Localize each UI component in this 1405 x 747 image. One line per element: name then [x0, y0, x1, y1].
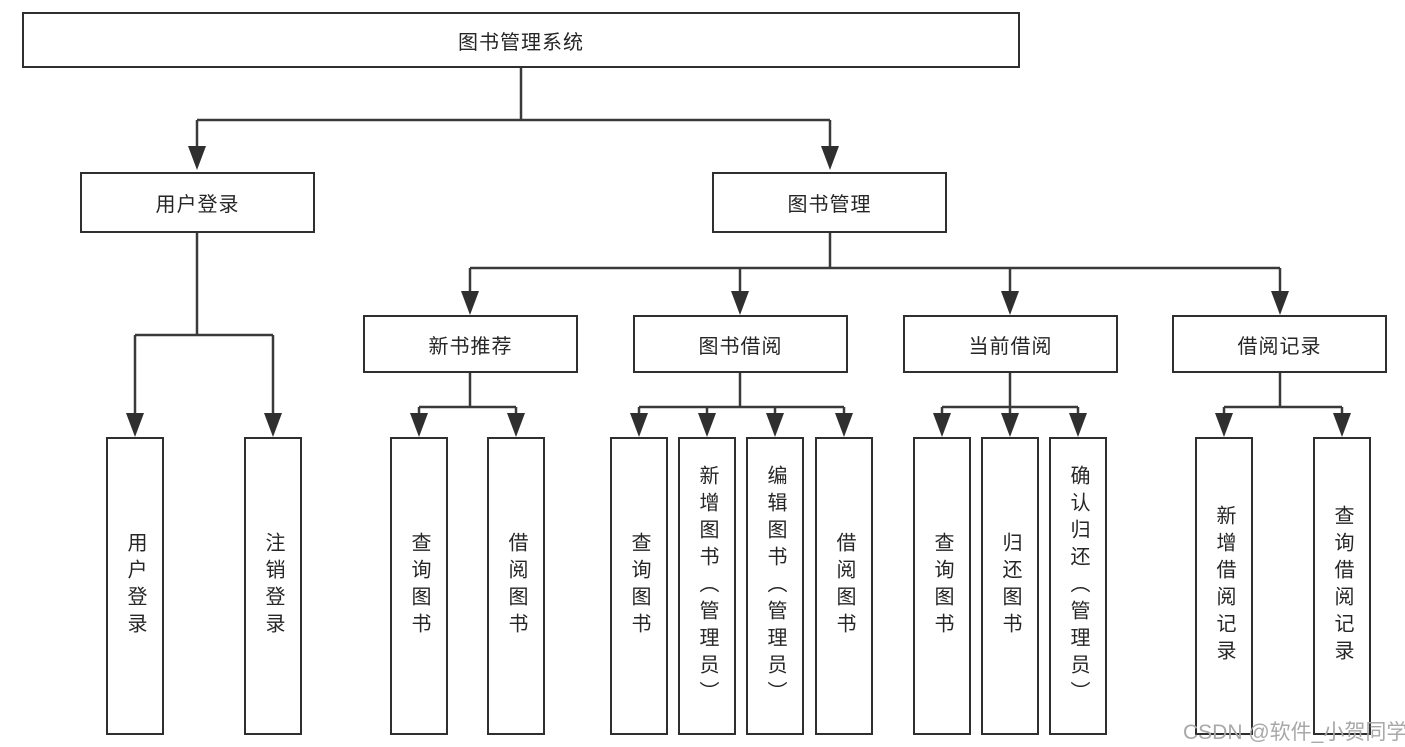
node-leaf-query-borrow-record: 查询借阅记录	[1313, 437, 1371, 735]
node-label: 图书管理系统	[458, 31, 584, 54]
node-label: 编辑图书（管理员）	[764, 464, 786, 708]
node-label: 新增图书（管理员）	[696, 464, 718, 708]
node-book-management-branch: 图书管理	[712, 172, 947, 233]
node-label: 用户登录	[155, 194, 240, 216]
node-label: 借阅记录	[1237, 335, 1322, 358]
node-label: 查询图书	[628, 532, 650, 640]
node-borrowing-records: 借阅记录	[1172, 315, 1387, 373]
node-leaf-borrow-books-1: 借阅图书	[487, 437, 545, 735]
node-label: 借阅图书	[833, 532, 855, 640]
node-label: 当前借阅	[968, 335, 1053, 358]
node-label: 注销登录	[262, 532, 284, 640]
node-new-book-recommendation: 新书推荐	[363, 315, 578, 373]
node-leaf-logout: 注销登录	[244, 437, 302, 735]
node-leaf-borrow-books-2: 借阅图书	[815, 437, 873, 735]
node-label: 查询图书	[408, 532, 430, 640]
node-leaf-query-books-3: 查询图书	[913, 437, 971, 735]
node-leaf-query-books-1: 查询图书	[390, 437, 448, 735]
node-label: 图书管理	[787, 194, 872, 216]
node-user-login-branch: 用户登录	[80, 172, 315, 233]
node-leaf-confirm-return-admin: 确认归还（管理员）	[1049, 437, 1107, 735]
node-leaf-return-books: 归还图书	[981, 437, 1039, 735]
node-leaf-add-borrow-record: 新增借阅记录	[1195, 437, 1253, 735]
node-book-borrowing: 图书借阅	[633, 315, 848, 373]
node-label: 用户登录	[124, 532, 146, 640]
node-label: 新书推荐	[428, 335, 513, 358]
node-label: 查询图书	[931, 532, 953, 640]
node-label: 新增借阅记录	[1213, 505, 1235, 667]
node-current-borrowing: 当前借阅	[903, 315, 1118, 373]
node-library-management-system: 图书管理系统	[22, 12, 1020, 68]
node-leaf-user-login: 用户登录	[106, 437, 164, 735]
csdn-watermark: CSDN @软件_小贺同学	[1183, 721, 1405, 744]
node-label: 图书借阅	[698, 335, 783, 358]
node-label: 确认归还（管理员）	[1067, 464, 1089, 708]
node-label: 借阅图书	[505, 532, 527, 640]
node-leaf-query-books-2: 查询图书	[610, 437, 668, 735]
node-leaf-edit-books-admin: 编辑图书（管理员）	[746, 437, 804, 735]
node-leaf-add-books-admin: 新增图书（管理员）	[678, 437, 736, 735]
node-label: 归还图书	[999, 532, 1021, 640]
connector-arrowheads	[126, 146, 1351, 437]
node-label: 查询借阅记录	[1331, 505, 1353, 667]
